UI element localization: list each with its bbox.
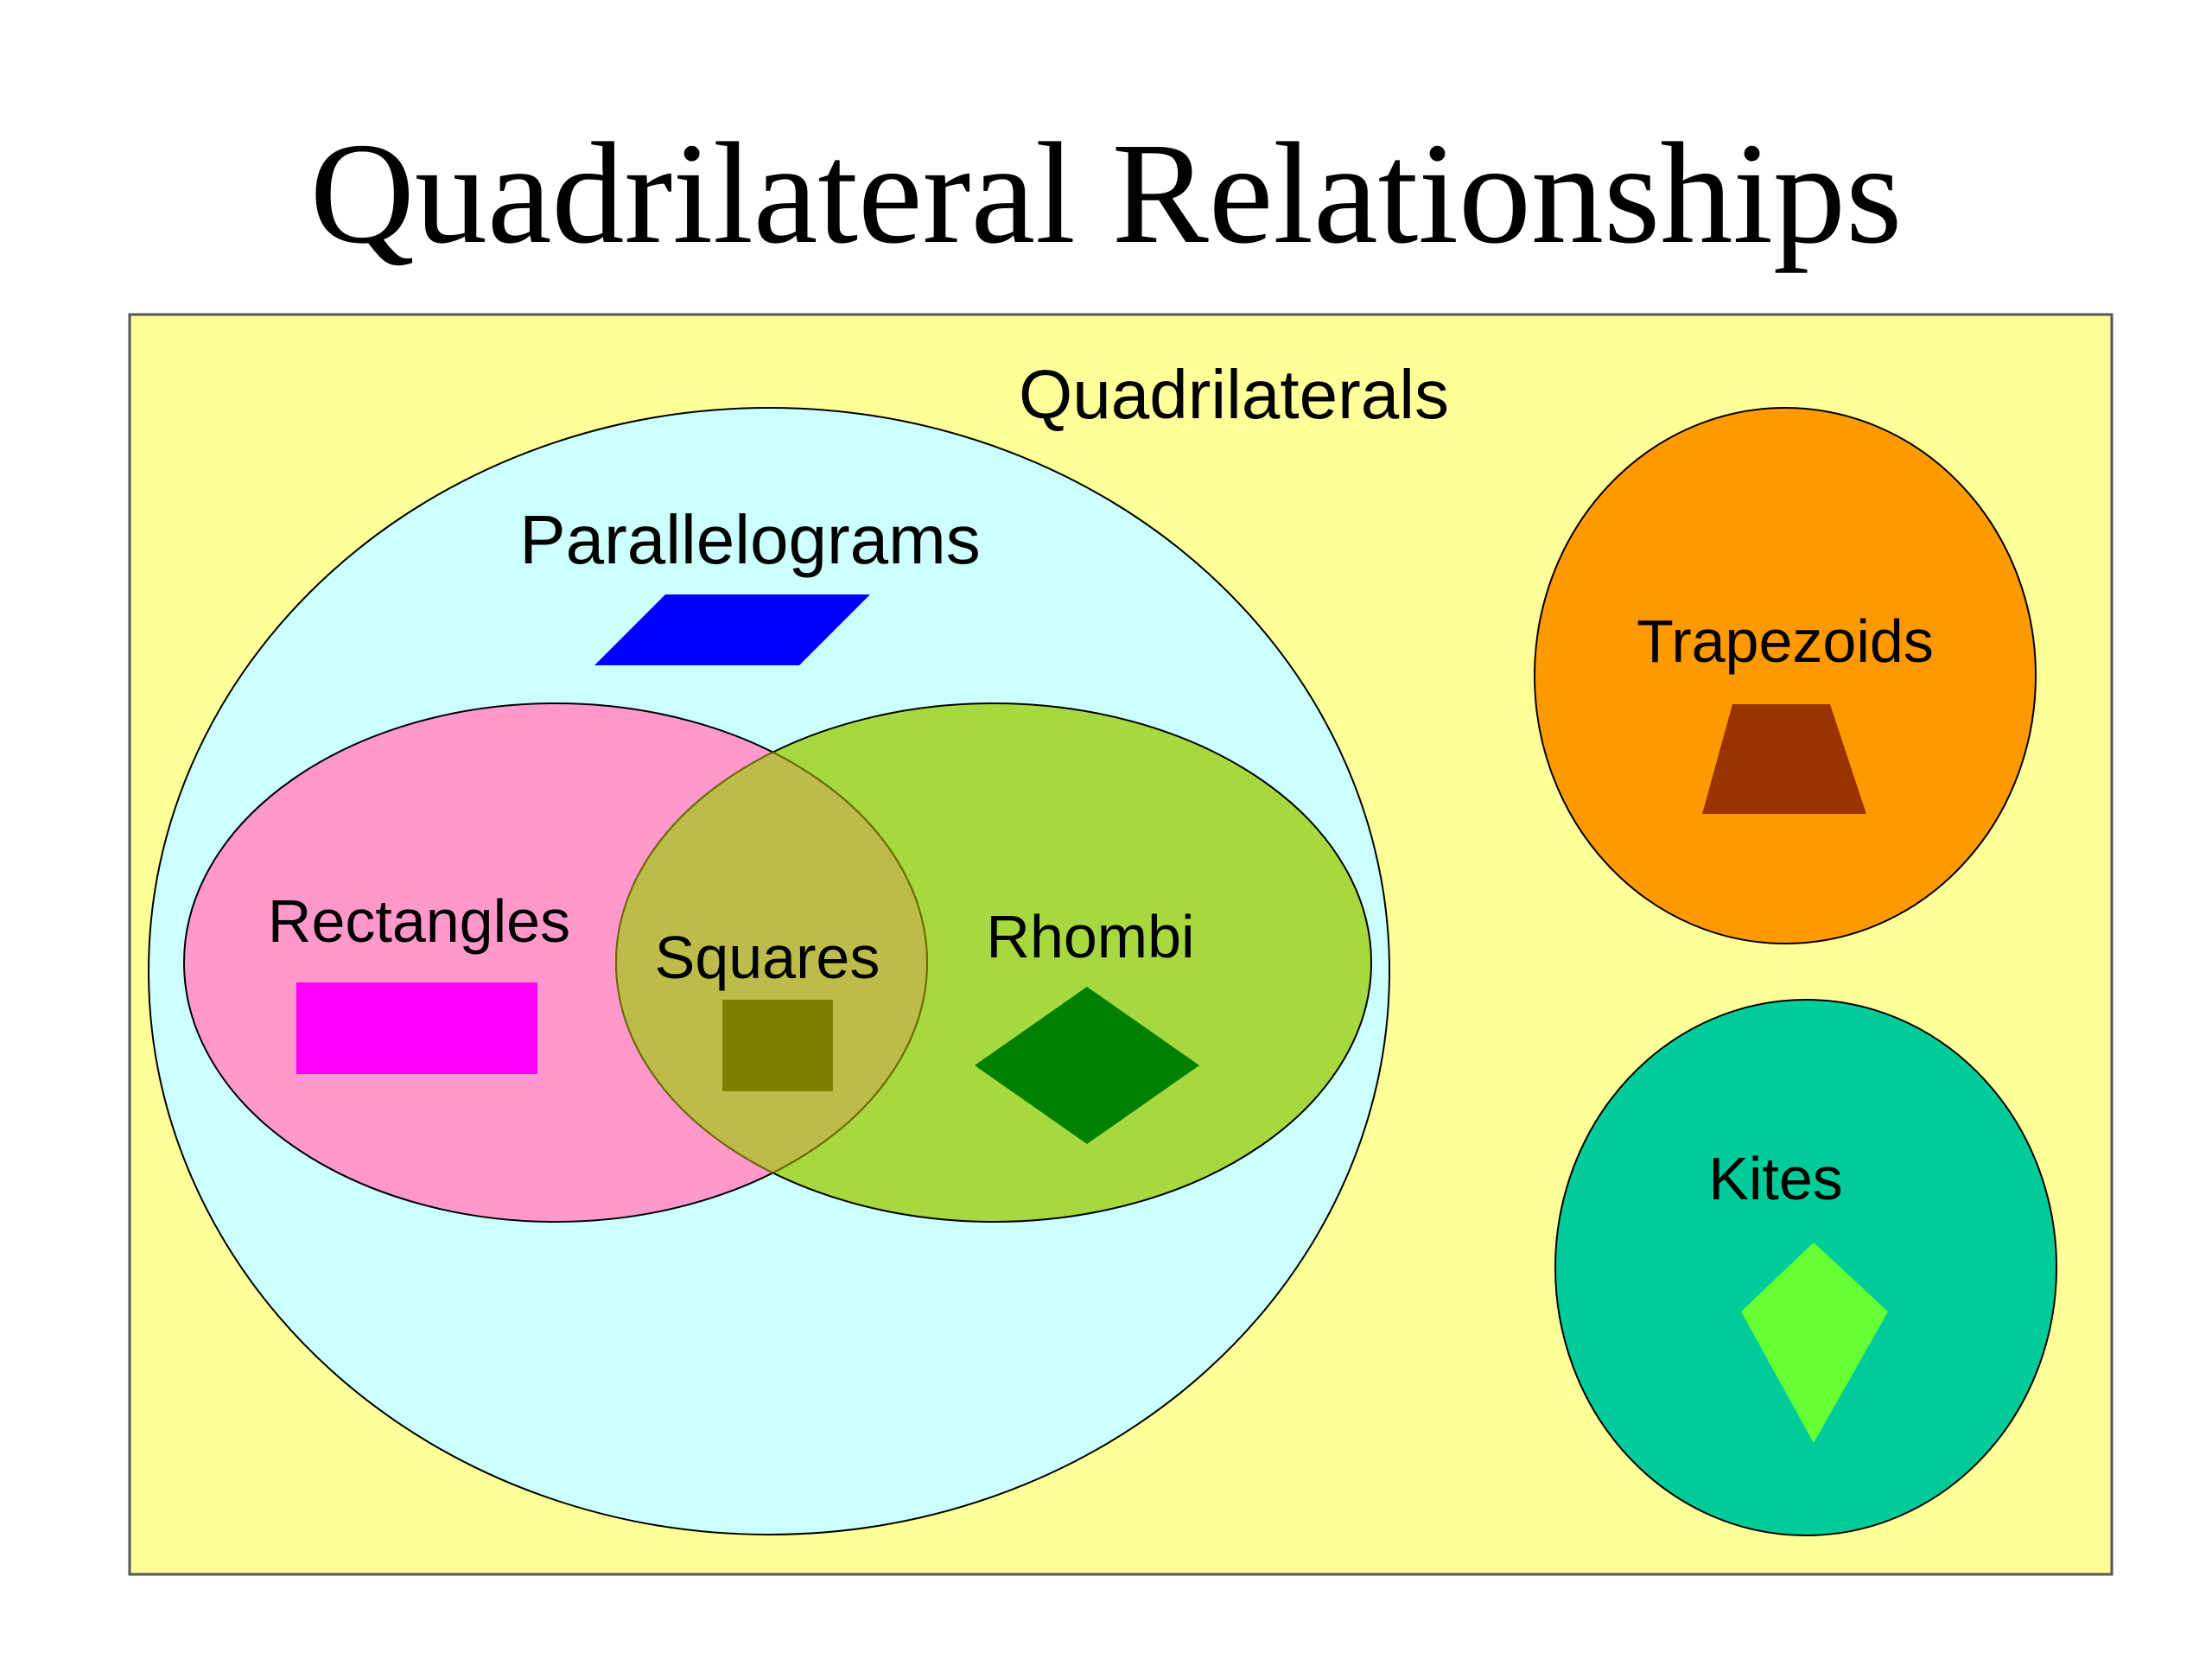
rhombi-label: Rhombi (986, 903, 1194, 970)
trapezoid-shape (1702, 704, 1866, 814)
parallelograms-label: Parallelograms (519, 501, 981, 578)
page-title: Quadrilateral Relationships (309, 113, 1903, 274)
trapezoids-region (1534, 407, 2037, 944)
squares-label: Squares (655, 924, 880, 991)
rhombus-shape (975, 987, 1199, 1144)
parallelogram-shape (594, 594, 870, 665)
rectangles-label: Rectangles (268, 887, 570, 955)
rectangle-shape (296, 982, 537, 1074)
squares-region (616, 703, 927, 1222)
trapezoids-label: Trapezoids (1637, 607, 1934, 675)
quadrilaterals-label: Quadrilaterals (1019, 356, 1449, 433)
kites-label: Kites (1708, 1145, 1843, 1212)
square-shape (722, 1000, 833, 1091)
kite-shape (1741, 1243, 1888, 1443)
